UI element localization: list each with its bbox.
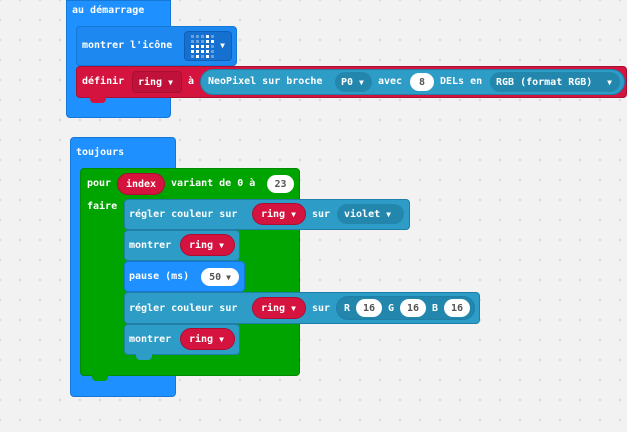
g-label: G (388, 303, 395, 314)
mode-dropdown[interactable]: RGB (format RGB) ▼ (490, 72, 620, 92)
variable-name: ring (138, 76, 163, 88)
color-dropdown[interactable]: violet ▼ (337, 204, 404, 224)
strip-name: ring (261, 208, 286, 220)
show-block-notch (136, 354, 152, 360)
dropdown-caret-icon: ▼ (386, 209, 391, 219)
mode-value: RGB (format RGB) (496, 76, 593, 88)
dropdown-caret-icon: ▼ (291, 209, 296, 219)
for-loop-notch (92, 375, 108, 381)
set-color-label-1: régler couleur sur (129, 209, 238, 220)
show-label-1: montrer (129, 240, 172, 251)
do-label: faire (87, 201, 118, 212)
leds-label: DELs en (440, 76, 483, 87)
range-end-input[interactable]: 23 (267, 175, 294, 193)
set-label: définir (82, 76, 125, 87)
for-label: pour (87, 178, 112, 189)
index-value: index (125, 178, 157, 190)
dropdown-caret-icon: ▼ (359, 77, 364, 87)
strip-name: ring (189, 333, 214, 345)
led-count-input[interactable]: 8 (410, 73, 434, 91)
pause-input[interactable]: 50 ▼ (201, 268, 239, 286)
strip-variable-3[interactable]: ring ▼ (252, 297, 306, 319)
led-count-value: 8 (418, 76, 426, 88)
dropdown-caret-icon: ▼ (219, 240, 224, 250)
color-value: violet (344, 208, 381, 220)
on-label-2: sur (312, 303, 331, 314)
r-input[interactable]: 16 (356, 299, 382, 317)
pause-label: pause (ms) (129, 271, 190, 282)
r-value: 16 (362, 302, 376, 314)
b-input[interactable]: 16 (444, 299, 470, 317)
g-input[interactable]: 16 (400, 299, 426, 317)
set-block-notch (90, 97, 106, 103)
pin-value: P0 (341, 76, 354, 88)
led-matrix-icon (191, 35, 214, 58)
dropdown-caret-icon: ▼ (607, 77, 612, 87)
show-label-2: montrer (129, 334, 172, 345)
r-label: R (344, 303, 351, 314)
dropdown-caret-icon: ▼ (220, 41, 225, 50)
on-start-label: au démarrage (72, 5, 145, 16)
dropdown-caret-icon: ▼ (226, 272, 231, 282)
neopixel-label: NeoPixel sur broche (208, 76, 323, 87)
strip-variable-1[interactable]: ring ▼ (252, 203, 306, 225)
range-end-value: 23 (274, 178, 287, 190)
b-value: 16 (450, 302, 464, 314)
show-icon-label: montrer l'icône (82, 40, 173, 51)
range-label: variant de 0 à (171, 178, 256, 189)
pin-dropdown[interactable]: P0 ▼ (335, 72, 372, 92)
dropdown-caret-icon: ▼ (291, 303, 296, 313)
to-label: à (188, 76, 195, 87)
with-label: avec (378, 76, 403, 87)
strip-variable-2[interactable]: ring ▼ (180, 234, 235, 256)
set-color-label-2: régler couleur sur (129, 303, 238, 314)
variable-dropdown-ring[interactable]: ring ▼ (132, 71, 182, 93)
forever-label: toujours (76, 147, 125, 158)
on-label-1: sur (312, 209, 331, 220)
dropdown-caret-icon: ▼ (219, 334, 224, 344)
icon-picker[interactable]: ▼ (184, 31, 232, 61)
strip-name: ring (261, 302, 286, 314)
g-value: 16 (406, 302, 420, 314)
strip-name: ring (189, 239, 214, 251)
strip-variable-4[interactable]: ring ▼ (180, 328, 235, 350)
b-label: B (432, 303, 439, 314)
index-variable[interactable]: index (117, 173, 165, 195)
dropdown-caret-icon: ▼ (168, 77, 173, 87)
pause-value: 50 (209, 271, 222, 283)
